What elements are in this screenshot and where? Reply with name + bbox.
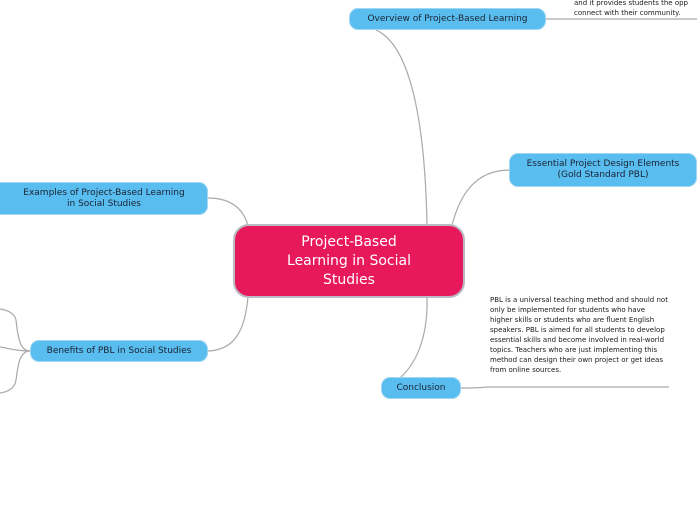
connector-benefits-brace-mid bbox=[0, 346, 31, 352]
conclusion-note: PBL is a universal teaching method and s… bbox=[490, 295, 668, 375]
connector-benefits-brace-low bbox=[0, 350, 31, 394]
overview-note: and it provides students the opp connect… bbox=[574, 0, 697, 18]
connector-design bbox=[451, 169, 511, 226]
topic-conclusion[interactable]: Conclusion bbox=[381, 377, 461, 399]
topic-examples[interactable]: Examples of Project-Based Learning in So… bbox=[0, 182, 208, 215]
central-topic[interactable]: Project-Based Learning in Social Studies bbox=[233, 224, 465, 298]
connector-examples bbox=[207, 197, 249, 227]
topic-benefits[interactable]: Benefits of PBL in Social Studies bbox=[30, 340, 208, 362]
topic-design-elements[interactable]: Essential Project Design Elements (Gold … bbox=[509, 153, 697, 187]
topic-design-elements-label: Essential Project Design Elements (Gold … bbox=[526, 159, 680, 180]
topic-conclusion-label: Conclusion bbox=[396, 382, 446, 393]
connector-conclusion bbox=[399, 296, 428, 379]
overview-note-text: and it provides students the opp connect… bbox=[574, 0, 688, 17]
central-topic-label: Project-Based Learning in Social Studies bbox=[287, 233, 411, 288]
topic-overview[interactable]: Overview of Project-Based Learning bbox=[349, 8, 546, 30]
connector-benefits bbox=[207, 296, 249, 352]
topic-benefits-label: Benefits of PBL in Social Studies bbox=[46, 345, 192, 356]
topic-overview-label: Overview of Project-Based Learning bbox=[367, 13, 528, 24]
connector-conclusion-note bbox=[459, 386, 669, 389]
connector-benefits-brace bbox=[0, 308, 31, 352]
topic-examples-label: Examples of Project-Based Learning in So… bbox=[23, 187, 185, 209]
conclusion-note-text: PBL is a universal teaching method and s… bbox=[490, 296, 668, 374]
connector-overview bbox=[375, 29, 428, 226]
